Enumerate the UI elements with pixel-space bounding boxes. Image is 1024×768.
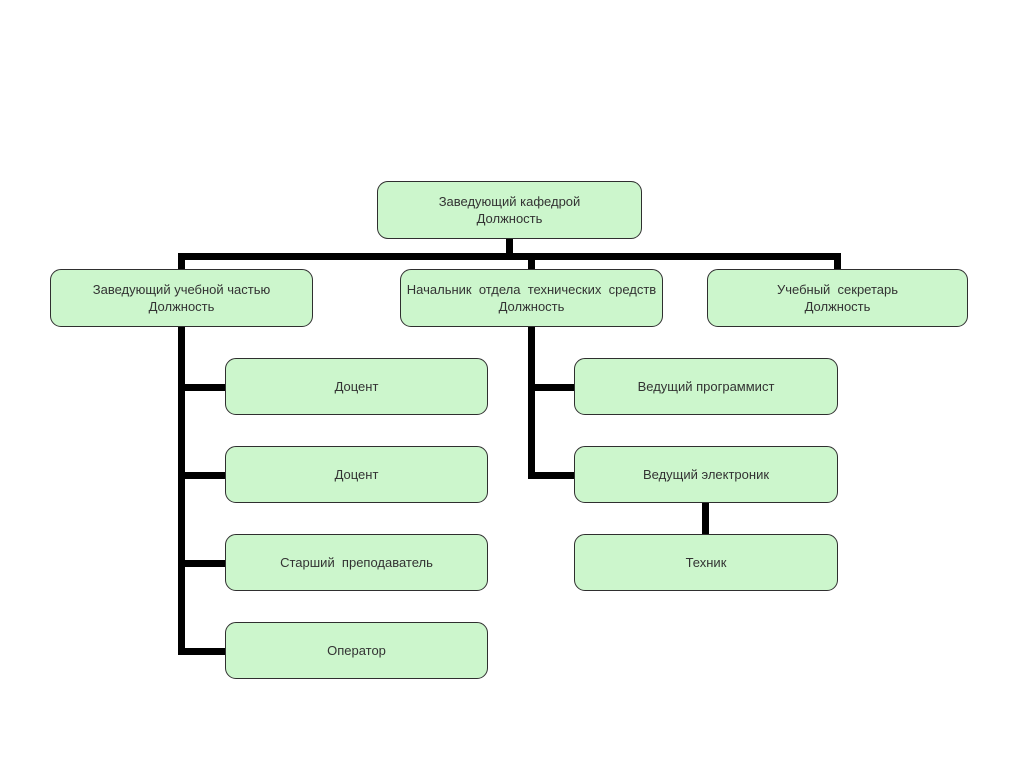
org-node-study-head: Заведующий учебной частью Должность (50, 269, 313, 327)
org-node-title: Старший преподаватель (280, 555, 433, 570)
org-node-title: Доцент (334, 379, 379, 394)
org-node-title: Оператор (327, 643, 386, 658)
org-node-department-head: Заведующий кафедрой Должность (377, 181, 642, 239)
connector-left-branch-vertical (178, 327, 185, 655)
connector-horizontal-bus (178, 253, 841, 260)
org-node-title: Заведующий учебной частью (92, 282, 271, 297)
org-node-docent-2: Доцент (225, 446, 488, 503)
org-node-subtitle: Должность (148, 299, 215, 314)
org-node-docent-1: Доцент (225, 358, 488, 415)
org-node-senior-lecturer: Старший преподаватель (225, 534, 488, 591)
org-node-title: Ведущий программист (637, 379, 775, 394)
connector-technician-drop (702, 503, 709, 534)
org-node-technician: Техник (574, 534, 838, 591)
connector-tech-branch-vertical (528, 327, 535, 479)
connector-left-branch-stub-1 (178, 384, 225, 391)
connector-head-drop (506, 239, 513, 254)
org-node-subtitle: Должность (498, 299, 565, 314)
org-node-operator: Оператор (225, 622, 488, 679)
org-node-title: Техник (685, 555, 727, 570)
connector-left-branch-stub-4 (178, 648, 225, 655)
org-node-lead-programmer: Ведущий программист (574, 358, 838, 415)
connector-left-branch-stub-2 (178, 472, 225, 479)
org-node-subtitle: Должность (804, 299, 871, 314)
connector-left-branch-stub-3 (178, 560, 225, 567)
connector-mid-deputy-drop (528, 253, 535, 270)
org-node-lead-electronics: Ведущий электроник (574, 446, 838, 503)
org-node-title: Заведующий кафедрой (438, 194, 581, 209)
org-node-title: Учебный секретарь (776, 282, 899, 297)
org-node-subtitle: Должность (476, 211, 543, 226)
connector-tech-branch-stub-1 (528, 384, 574, 391)
connector-right-deputy-drop (834, 253, 841, 270)
org-node-tech-dept-chief: Начальник отдела технических средств Дол… (400, 269, 663, 327)
connector-tech-branch-stub-2 (528, 472, 574, 479)
connector-left-deputy-drop (178, 253, 185, 270)
org-node-title: Начальник отдела технических средств (406, 282, 657, 297)
org-node-study-secretary: Учебный секретарь Должность (707, 269, 968, 327)
org-node-title: Ведущий электроник (642, 467, 770, 482)
org-node-title: Доцент (334, 467, 379, 482)
